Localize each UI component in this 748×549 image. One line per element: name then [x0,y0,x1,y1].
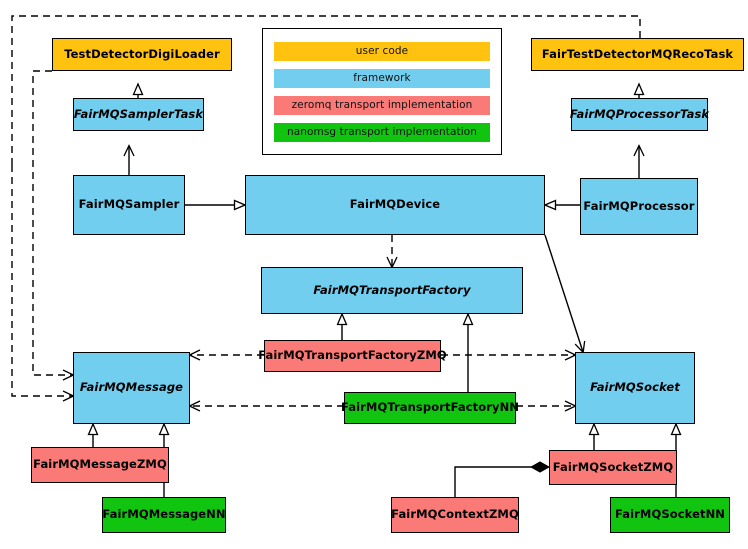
class-label: FairMQSocketNN [614,507,726,522]
class-label: FairMQMessageZMQ [33,457,167,472]
edge-device-to-socket [544,234,583,352]
class-label: FairMQTransportFactory [313,282,471,297]
class-label: FairMQSampler [78,197,180,212]
class-label: FairMQContextZMQ [391,507,519,522]
class-box-fair-mq-sampler-task[interactable]: FairMQSamplerTask [73,98,204,131]
class-box-fair-mq-device[interactable]: FairMQDevice [245,175,545,235]
edge-recotask-to-message [11,165,73,396]
edge-digiloader-to-message [32,70,73,375]
legend-item-user-code: user code [274,41,490,61]
legend-label: zeromq transport implementation [291,99,473,111]
legend-label: user code [355,45,409,57]
edge-socketzmq-composition-contextzmq [454,467,549,497]
legend-item-zeromq: zeromq transport implementation [274,95,490,115]
class-box-fair-mq-sampler[interactable]: FairMQSampler [73,175,185,235]
class-box-fair-mq-socket[interactable]: FairMQSocket [575,352,695,424]
class-box-fair-mq-transport-factory-nn[interactable]: FairMQTransportFactoryNN [340,392,520,424]
class-box-fair-mq-context-zmq[interactable]: FairMQContextZMQ [391,497,519,533]
class-label: FairMQMessage [79,380,184,395]
class-box-fair-mq-processor-task[interactable]: FairMQProcessorTask [569,98,710,131]
class-box-fair-test-detector-mq-reco-task[interactable]: FairTestDetectorMQRecoTask [531,38,744,71]
legend-label: framework [353,72,411,84]
class-box-fair-mq-message-nn[interactable]: FairMQMessageNN [102,497,226,533]
class-box-fair-mq-socket-nn[interactable]: FairMQSocketNN [610,497,730,533]
class-label: FairMQSocket [590,380,680,395]
class-box-fair-mq-processor[interactable]: FairMQProcessor [580,178,698,235]
class-label: FairMQSocketZMQ [552,459,674,474]
class-box-fair-mq-transport-factory[interactable]: FairMQTransportFactory [261,267,523,314]
class-label: FairMQSamplerTask [73,106,204,121]
class-label: TestDetectorDigiLoader [64,46,220,61]
class-box-fair-mq-message-zmq[interactable]: FairMQMessageZMQ [31,447,169,483]
class-label: FairMQTransportFactoryNN [340,400,520,415]
class-label: FairMQDevice [349,197,441,212]
class-label: FairMQTransportFactoryZMQ [258,348,447,363]
class-box-fair-mq-socket-zmq[interactable]: FairMQSocketZMQ [549,450,677,485]
class-box-test-detector-digi-loader[interactable]: TestDetectorDigiLoader [52,38,232,71]
class-label: FairMQProcessorTask [569,106,710,121]
legend-item-nanomsg: nanomsg transport implementation [274,122,490,142]
class-label: FairMQMessageNN [102,507,226,522]
class-label: FairMQProcessor [583,198,695,213]
class-label: FairTestDetectorMQRecoTask [541,46,734,61]
class-box-fair-mq-message[interactable]: FairMQMessage [73,352,190,424]
class-box-fair-mq-transport-factory-zmq[interactable]: FairMQTransportFactoryZMQ [258,340,447,372]
legend-label: nanomsg transport implementation [286,126,478,138]
edge-outer-scope-top [11,15,641,165]
legend-panel: user code framework zeromq transport imp… [262,28,502,155]
legend-item-framework: framework [274,68,490,88]
